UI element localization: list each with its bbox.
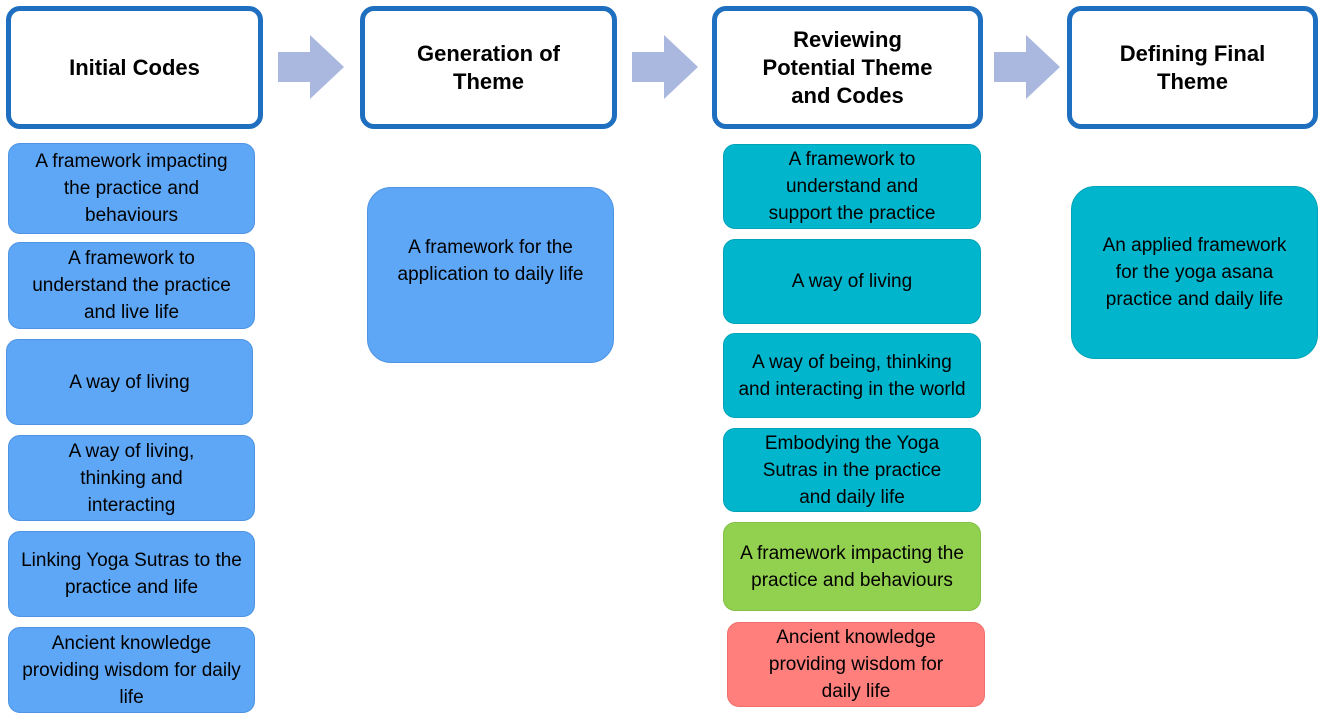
code-box: Ancient knowledge providing wisdom for d… [8, 627, 255, 713]
header-defining-final-theme: Defining Final Theme [1067, 6, 1318, 129]
header-initial-codes: Initial Codes [6, 6, 263, 129]
code-box: A way of being, thinking and interacting… [723, 333, 981, 418]
code-box: A way of living [6, 339, 253, 425]
code-box: A way of living, thinking and interactin… [8, 435, 255, 521]
theme-box: A framework for the application to daily… [367, 187, 614, 363]
code-box: A framework impacting the practice and b… [8, 143, 255, 234]
arrow-right-icon [278, 35, 344, 99]
code-box: A framework impacting the practice and b… [723, 522, 981, 611]
header-generation-of-theme: Generation of Theme [360, 6, 617, 129]
code-box: A framework to understand and support th… [723, 144, 981, 229]
code-box: A framework to understand the practice a… [8, 242, 255, 329]
header-label: Initial Codes [69, 54, 200, 80]
header-label: Generation of Theme [416, 40, 560, 94]
arrow-right-icon [632, 35, 698, 99]
code-box: Embodying the Yoga Sutras in the practic… [723, 428, 981, 512]
arrow-right-icon [994, 35, 1060, 99]
code-box: Ancient knowledge providing wisdom for d… [727, 622, 985, 707]
header-reviewing-theme: Reviewing Potential Theme and Codes [712, 6, 983, 129]
header-label: Defining Final Theme [1119, 40, 1266, 94]
code-box: A way of living [723, 239, 981, 324]
code-box: Linking Yoga Sutras to the practice and … [8, 531, 255, 617]
final-theme-box: An applied framework for the yoga asana … [1071, 186, 1318, 359]
header-label: Reviewing Potential Theme and Codes [762, 26, 933, 108]
